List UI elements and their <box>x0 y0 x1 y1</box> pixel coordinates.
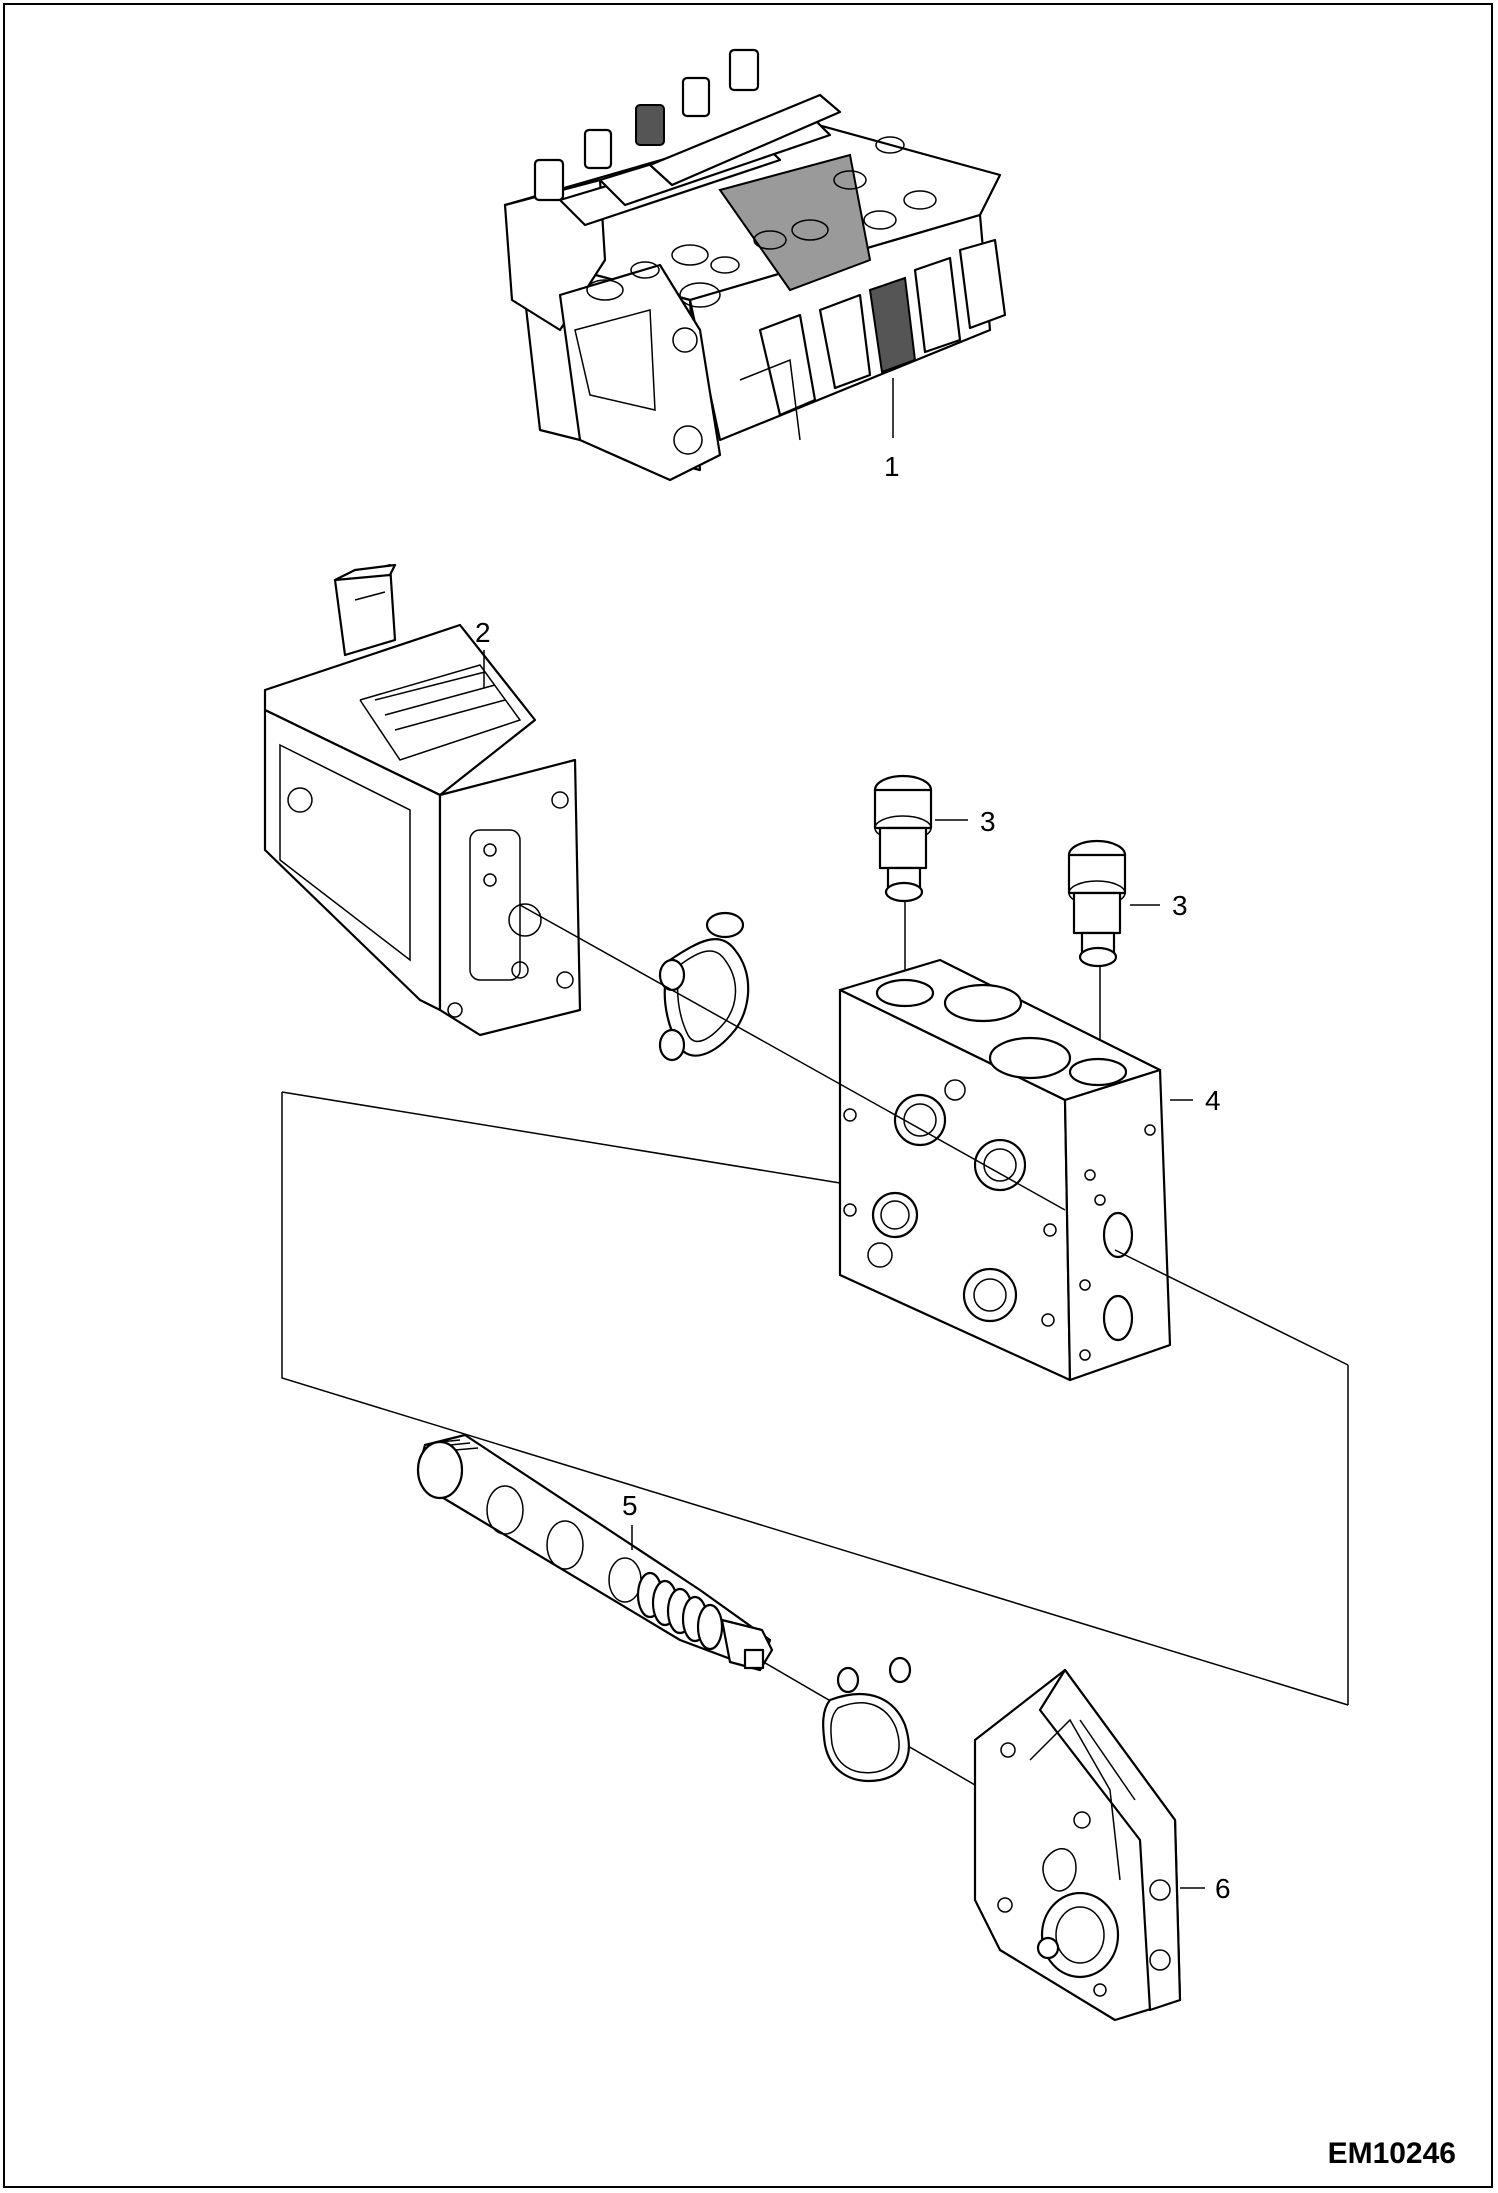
spool-illustration <box>416 1433 774 1672</box>
gasket-lower-illustration <box>822 1656 912 1783</box>
callout-6: 6 <box>1215 1873 1231 1904</box>
solenoid-actuator-illustration <box>263 563 582 1037</box>
callout-4: 4 <box>1205 1085 1221 1116</box>
end-cover-illustration <box>973 1668 1205 2022</box>
relief-valve-cartridge-1-illustration <box>873 774 968 1010</box>
diagram-code: EM10246 <box>1327 2137 1456 2170</box>
callout-1: 1 <box>884 451 900 482</box>
relief-valve-cartridge-2-illustration <box>1067 839 1160 1065</box>
gasket-upper-illustration <box>658 911 750 1062</box>
valve-section-body-illustration <box>838 958 1193 1382</box>
diagram-frame <box>3 3 1493 2188</box>
callout-3-upper: 3 <box>980 806 996 837</box>
valve-assembly-illustration <box>503 48 1007 482</box>
callout-3-lower: 3 <box>1172 890 1188 921</box>
callout-2: 2 <box>475 617 491 648</box>
assembly-lines <box>281 904 1349 1786</box>
callout-5: 5 <box>622 1490 638 1521</box>
